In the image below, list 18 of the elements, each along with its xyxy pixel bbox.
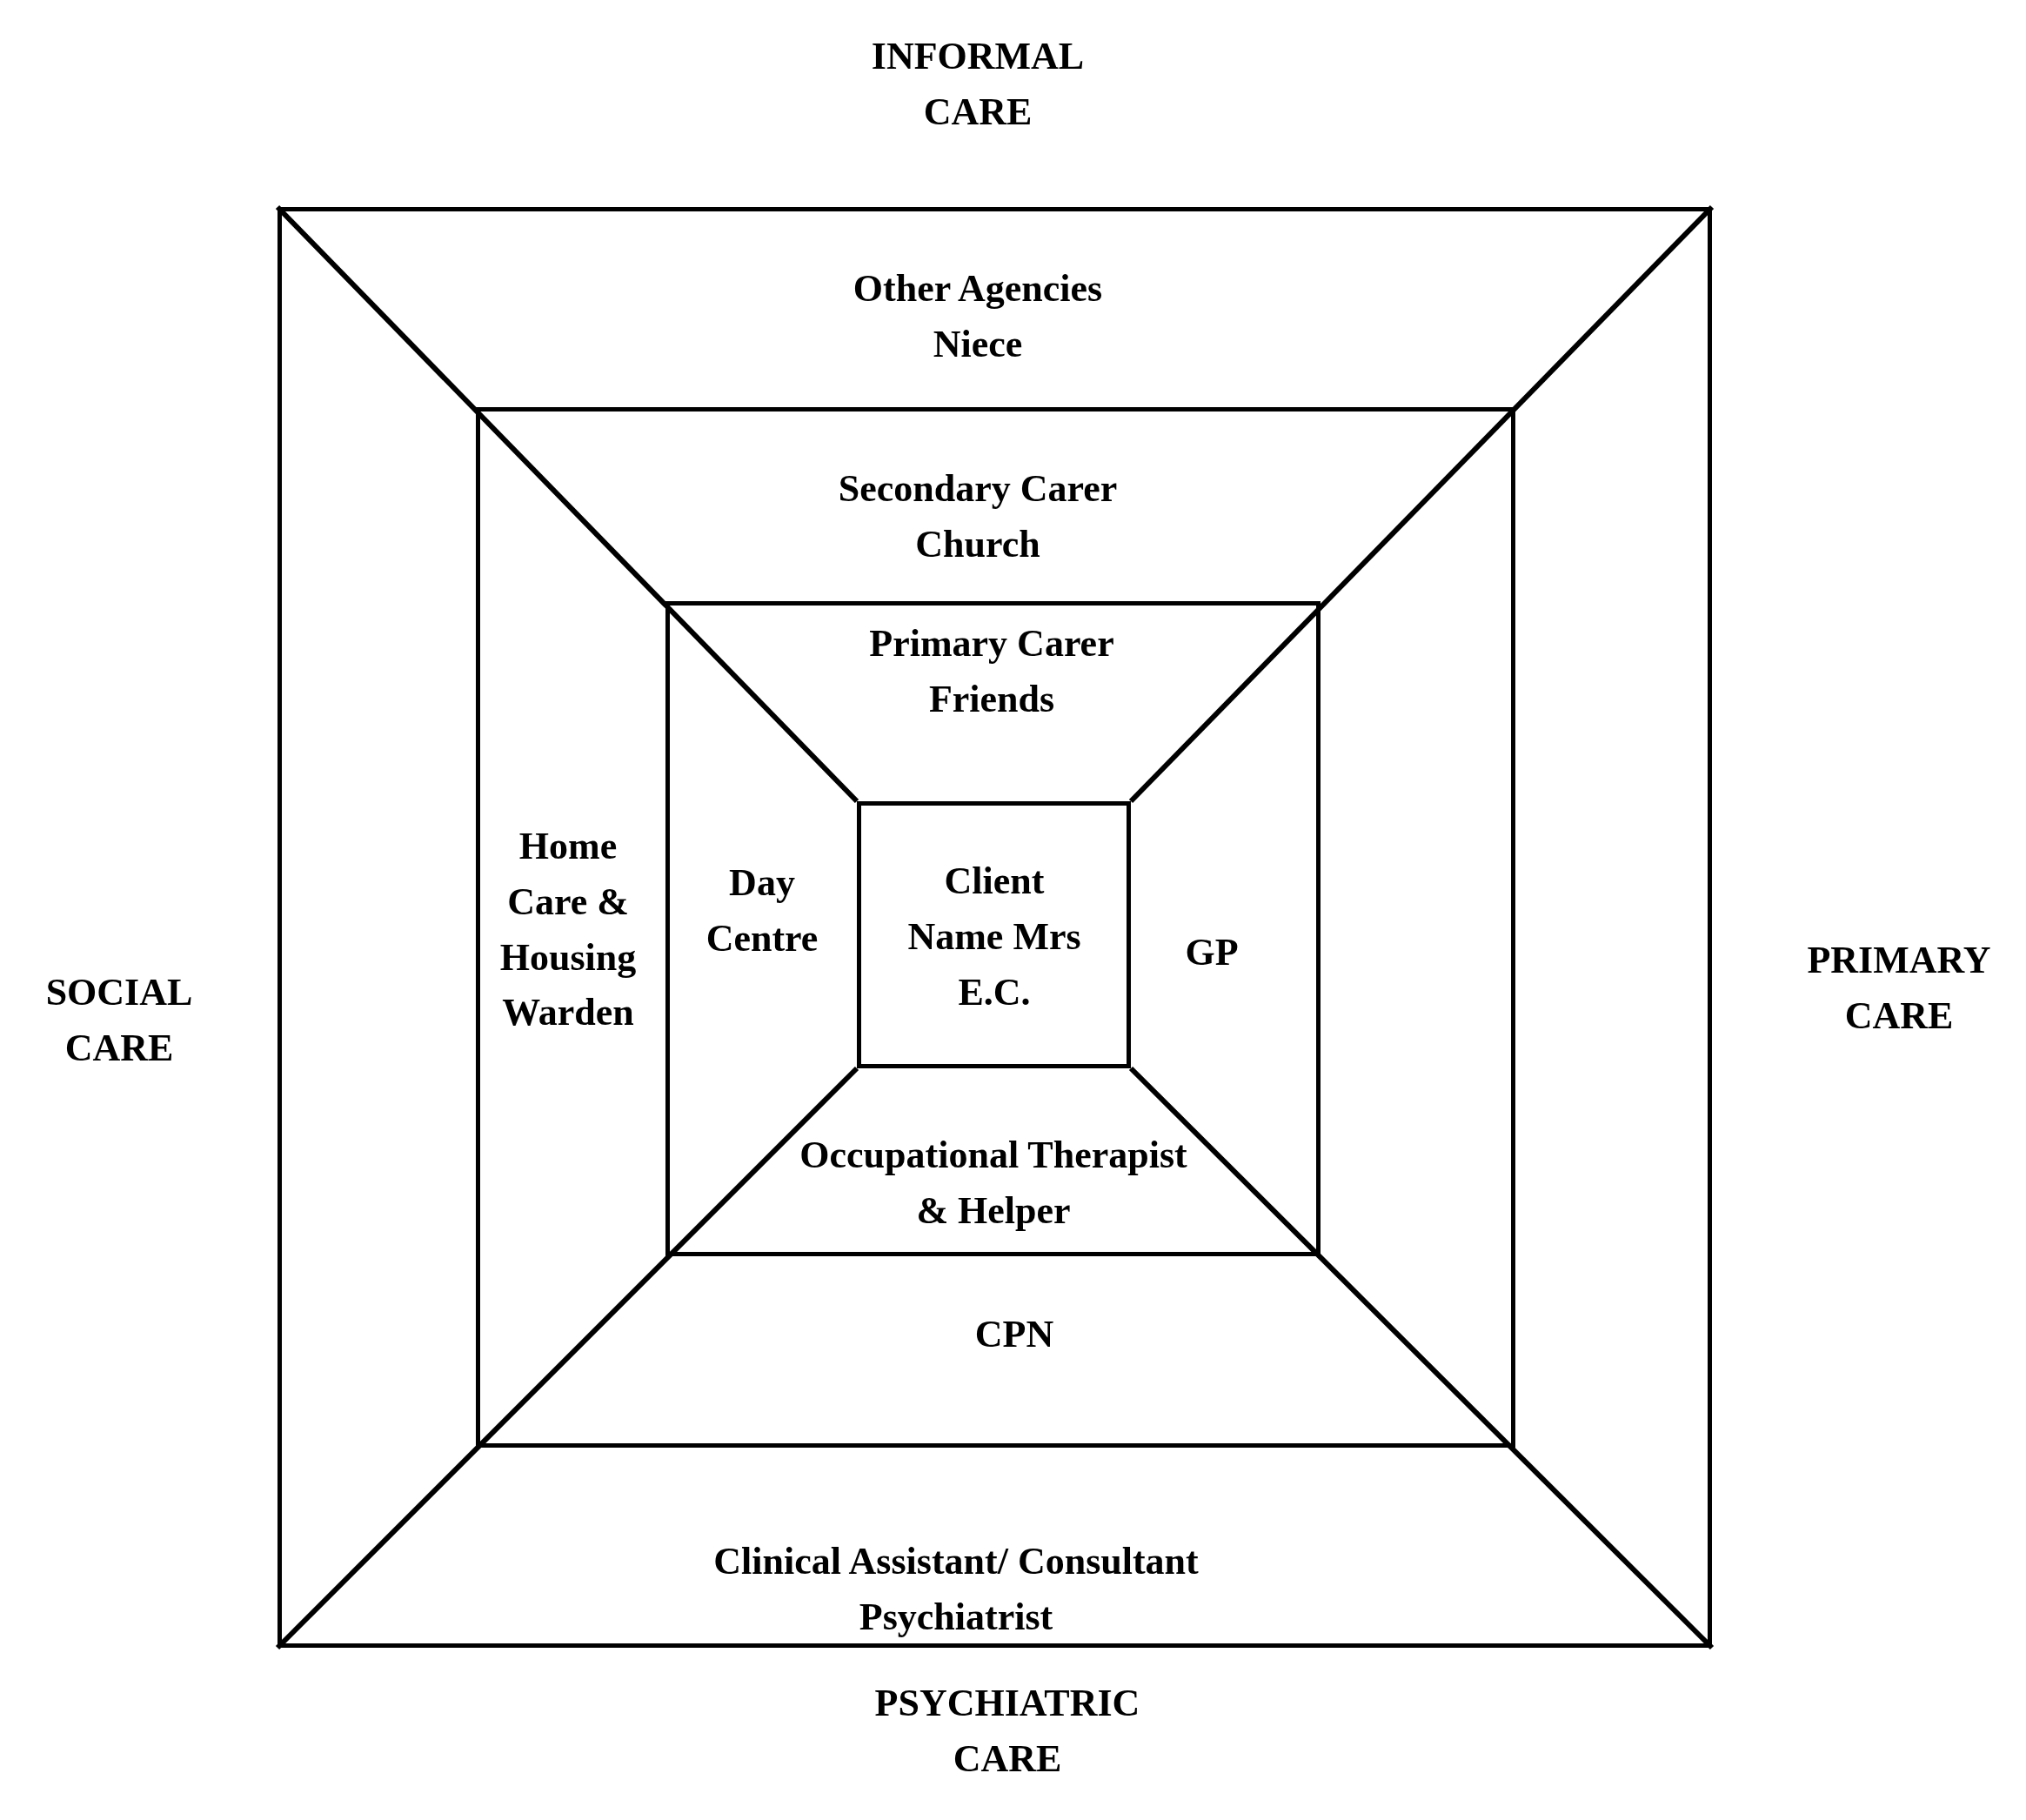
node-text: Clinical Assistant/ Consultant Psychiatrist [712,1539,1200,1640]
node-text: Client Name Mrs E.C. [906,859,1082,1015]
node-text: Home Care & Housing Warden [498,824,638,1036]
sector-label: PRIMARY CARE [1806,938,1992,1039]
node-text: Occupational Therapist & Helper [799,1133,1188,1234]
care-ring-square [665,601,1321,1256]
care-ring-square [476,407,1515,1448]
node-text: Other Agencies Niece [852,266,1104,367]
client-box [857,801,1131,1068]
sector-label: PSYCHIATRIC CARE [873,1681,1141,1782]
node-text: Day Centre [705,860,819,961]
node-text: CPN [973,1312,1055,1358]
node-text: Secondary Carer Church [837,466,1119,567]
node-text: Primary Carer Friends [868,621,1115,722]
sector-label: INFORMAL CARE [870,34,1086,135]
care-ring-square [277,207,1712,1648]
node-text: GP [1184,930,1240,976]
sector-label: SOCIAL CARE [44,970,194,1071]
